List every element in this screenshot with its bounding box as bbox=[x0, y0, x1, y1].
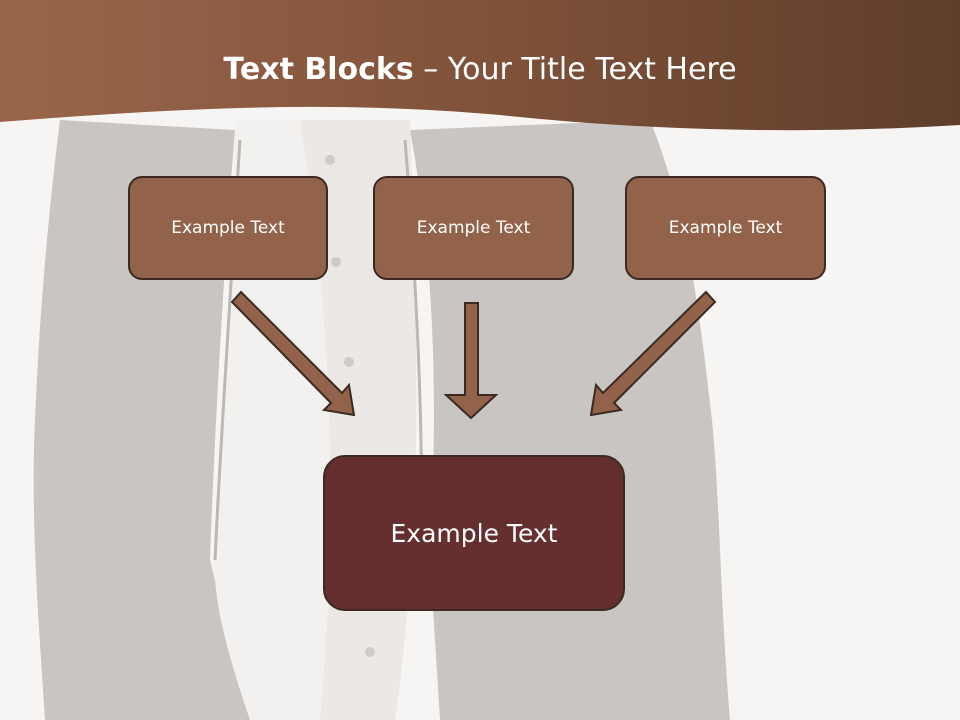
target-text-block: Example Text bbox=[323, 455, 625, 611]
text-block-1: Example Text bbox=[128, 176, 328, 280]
title-rest: Your Title Text Here bbox=[447, 52, 737, 87]
title-dash: – bbox=[413, 52, 448, 87]
text-block-3: Example Text bbox=[625, 176, 826, 280]
header-band bbox=[0, 0, 960, 131]
text-block-1-label: Example Text bbox=[171, 218, 285, 238]
slide-title: Text Blocks – Your Title Text Here bbox=[0, 52, 960, 87]
target-text-block-label: Example Text bbox=[390, 518, 558, 548]
text-block-2-label: Example Text bbox=[416, 218, 531, 238]
text-block-3-label: Example Text bbox=[668, 218, 783, 238]
text-block-2: Example Text bbox=[373, 176, 574, 280]
title-bold-part: Text Blocks bbox=[223, 52, 414, 87]
